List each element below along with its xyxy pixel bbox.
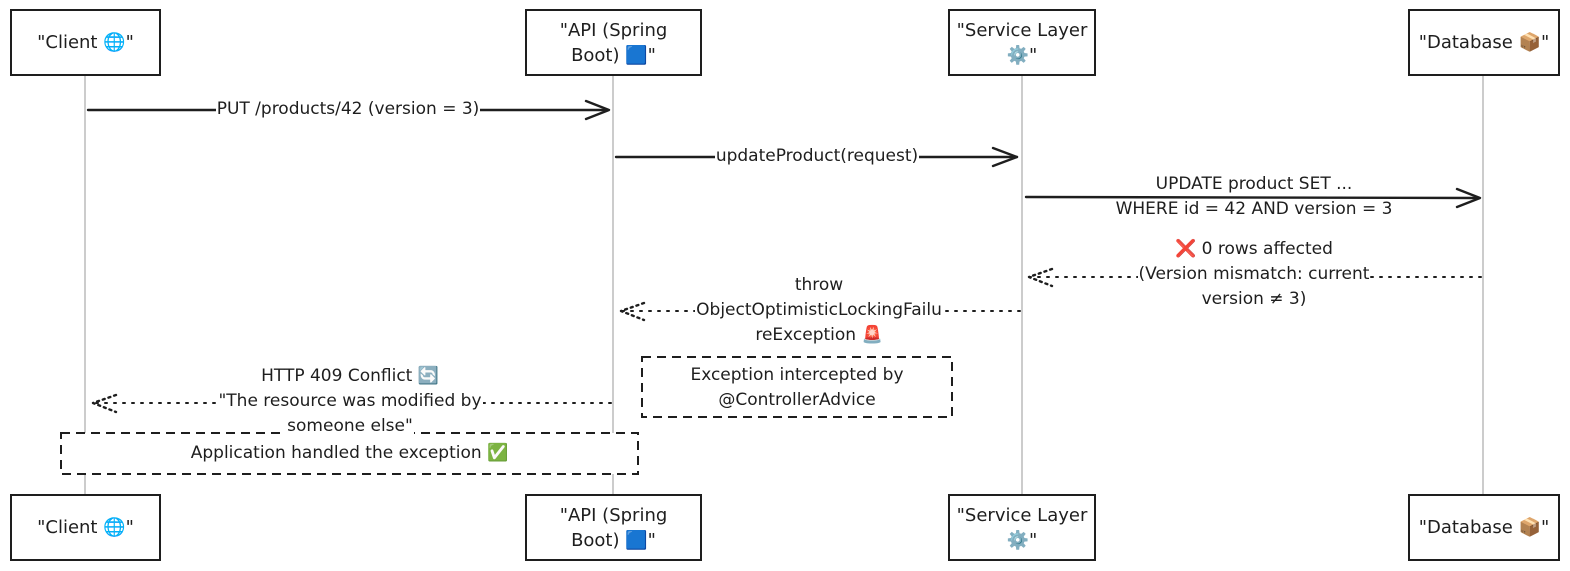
message-text-throw-exception-line3: reException 🚨 — [754, 325, 884, 345]
note-label-application-handled: Application handled the exception ✅ — [61, 441, 638, 466]
message-label-put-request: PUT /products/42 (version = 3) — [148, 97, 548, 122]
actor-box-database-top — [1408, 9, 1560, 76]
note-text-application-handled: Application handled the exception ✅ — [190, 443, 509, 463]
message-label-throw-exception: throw ObjectOptimisticLockingFailu reExc… — [669, 273, 969, 348]
arrowhead-put-request — [584, 99, 611, 121]
message-label-sql-update: UPDATE product SET ... WHERE id = 42 AND… — [1084, 172, 1424, 222]
message-text-http-409-line1: HTTP 409 Conflict 🔄 — [260, 366, 440, 386]
note-box-application-handled — [60, 432, 639, 475]
actor-label-client-top: "Client 🌐" — [37, 32, 134, 53]
actor-box-client-top — [10, 9, 161, 76]
actor-label-api-top: "API (Spring Boot) 🟦" — [559, 19, 668, 66]
message-label-zero-rows: ❌ 0 rows affected (Version mismatch: cur… — [1104, 237, 1404, 312]
message-text-sql-update-line2: WHERE id = 42 AND version = 3 — [1114, 199, 1394, 219]
note-text-controller-advice-line2: @ControllerAdvice — [718, 390, 876, 410]
message-text-zero-rows-line3: version ≠ 3) — [1200, 289, 1308, 309]
actor-label-database-bottom: "Database 📦" — [1418, 517, 1550, 538]
message-text-http-409-line2: "The resource was modified by — [217, 391, 483, 411]
actor-box-api-bottom — [525, 494, 702, 561]
message-arrow-sql-update — [1024, 195, 1481, 200]
message-text-put-request: PUT /products/42 (version = 3) — [215, 99, 481, 119]
message-text-zero-rows-line1: ❌ 0 rows affected — [1174, 239, 1334, 259]
note-label-controller-advice: Exception intercepted by @ControllerAdvi… — [642, 363, 952, 413]
arrowhead-http-409 — [91, 393, 118, 414]
note-text-controller-advice-line1: Exception intercepted by — [690, 365, 904, 385]
arrowhead-sql-update — [1455, 187, 1482, 209]
actor-label-service-bottom: "Service Layer ⚙️" — [956, 504, 1088, 551]
actor-box-api-top — [525, 9, 702, 76]
actor-label-service-top: "Service Layer ⚙️" — [956, 19, 1088, 66]
actor-box-service-bottom — [948, 494, 1096, 561]
message-text-throw-exception-line2: ObjectOptimisticLockingFailu — [695, 300, 943, 320]
actor-box-service-top — [948, 9, 1096, 76]
message-text-update-product: updateProduct(request) — [714, 146, 920, 166]
actor-label-database-top: "Database 📦" — [1418, 32, 1550, 53]
message-text-zero-rows-line2: (Version mismatch: current — [1137, 264, 1371, 284]
message-text-throw-exception-line1: throw — [793, 275, 845, 295]
arrowhead-throw-exception — [619, 301, 646, 322]
arrowhead-update-product — [991, 146, 1019, 168]
actor-box-database-bottom — [1408, 494, 1560, 561]
arrowhead-zero-rows — [1027, 267, 1054, 288]
message-label-http-409: HTTP 409 Conflict 🔄 "The resource was mo… — [190, 364, 510, 439]
message-text-sql-update-line1: UPDATE product SET ... — [1154, 174, 1354, 194]
actor-label-client-bottom: "Client 🌐" — [37, 517, 134, 538]
actor-label-api-bottom: "API (Spring Boot) 🟦" — [559, 504, 668, 551]
message-label-update-product: updateProduct(request) — [667, 144, 967, 169]
actor-box-client-bottom — [10, 494, 161, 561]
note-box-controller-advice — [641, 356, 953, 418]
message-text-http-409-line3: someone else" — [286, 416, 414, 436]
